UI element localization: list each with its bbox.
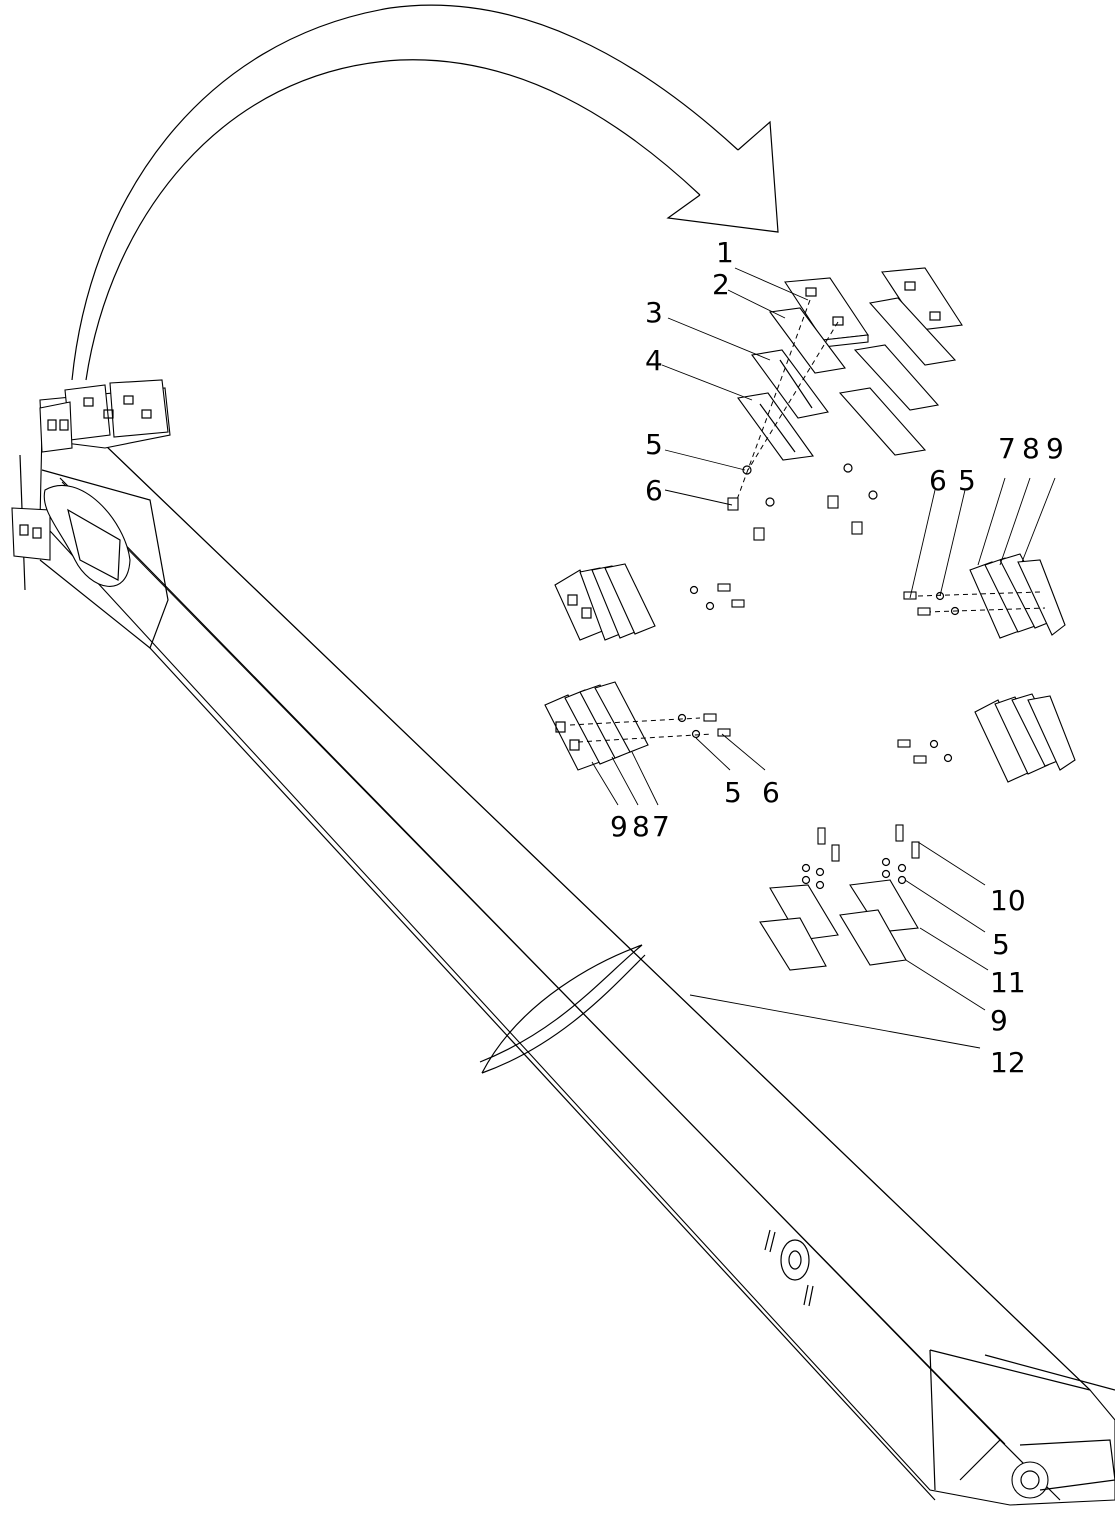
callout-5: 5: [724, 776, 742, 809]
side-pad-group-lower-left: [544, 681, 731, 771]
callout-8: 8: [632, 810, 650, 843]
bottom-pad-group: [759, 824, 920, 971]
callout-9: 9: [610, 810, 628, 843]
callout-4: 4: [645, 344, 663, 377]
leader-lines: [591, 267, 1056, 1049]
side-pad-group-upper-right: [903, 553, 1066, 639]
callout-8: 8: [1022, 432, 1040, 465]
boom-body: [11, 379, 1115, 1506]
callout-5: 5: [992, 928, 1010, 961]
boom-pivot: [1011, 1439, 1115, 1499]
callout-11: 11: [990, 966, 1026, 999]
callout-6: 6: [762, 776, 780, 809]
callout-3: 3: [645, 296, 663, 329]
top-pad-group-left: [734, 277, 869, 506]
callout-10: 10: [990, 884, 1026, 917]
callout-7: 7: [652, 810, 670, 843]
callout-2: 2: [712, 268, 730, 301]
callout-5: 5: [958, 464, 976, 497]
transfer-arrow: [71, 4, 779, 381]
boom-nameplate: [764, 1229, 814, 1307]
top-pad-group-right: [838, 267, 963, 456]
callout-6: 6: [645, 474, 663, 507]
callouts: 1 2 3 4 5 6 6 5 7 8 9 5 6 9 8 7 10 5 11 …: [610, 236, 1064, 1079]
side-pad-group-upper-left: [554, 563, 745, 641]
callout-9: 9: [990, 1004, 1008, 1037]
callout-1: 1: [716, 236, 734, 269]
callout-12: 12: [990, 1046, 1026, 1079]
callout-7: 7: [998, 432, 1016, 465]
callout-6: 6: [929, 464, 947, 497]
callout-5: 5: [645, 428, 663, 461]
side-pad-group-lower-right: [897, 693, 1076, 783]
top-fasteners: [727, 463, 878, 541]
callout-9: 9: [1046, 432, 1064, 465]
